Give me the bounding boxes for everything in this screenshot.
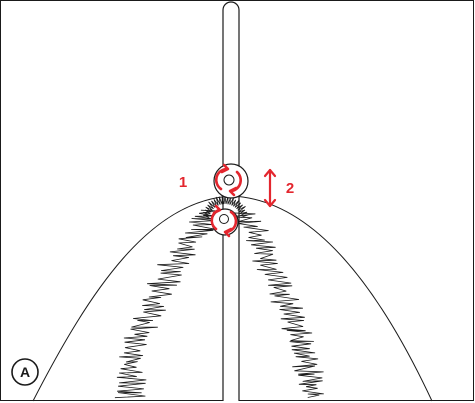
circular-arrows-icon <box>214 163 242 197</box>
panel-label-text: A <box>20 364 30 380</box>
lower-roller-axle <box>219 214 229 224</box>
jagged-line-right <box>230 212 324 398</box>
upper-roller-axle <box>223 174 235 186</box>
jagged-line-left <box>114 209 218 399</box>
vertical-rod <box>222 1 240 401</box>
annotation-1-label: 1 <box>179 174 187 191</box>
annotation-2-label: 2 <box>286 180 294 197</box>
upper-roller <box>213 163 249 199</box>
circular-arrows-icon <box>210 204 238 238</box>
panel-label-circle <box>11 358 39 386</box>
lower-roller <box>210 204 239 238</box>
panel-label: A <box>11 358 39 386</box>
double-headed-arrow-icon <box>263 168 277 208</box>
